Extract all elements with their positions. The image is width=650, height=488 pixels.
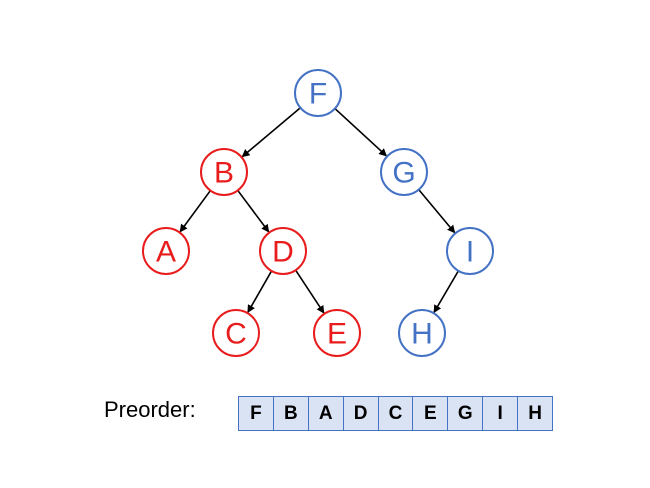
tree-node-i: I bbox=[446, 227, 494, 275]
tree-node-e: E bbox=[313, 309, 361, 357]
node-circle bbox=[380, 148, 428, 196]
preorder-cell: H bbox=[517, 396, 554, 431]
preorder-cell: A bbox=[307, 396, 344, 431]
node-circle bbox=[398, 309, 446, 357]
edge-b-a bbox=[179, 190, 212, 233]
node-label: D bbox=[272, 236, 294, 269]
tree-node-a: A bbox=[142, 227, 190, 275]
edge-i-h bbox=[433, 270, 460, 314]
edge-f-b bbox=[241, 107, 301, 158]
node-circle bbox=[313, 309, 361, 357]
node-circle bbox=[200, 148, 248, 196]
node-label: F bbox=[309, 78, 327, 111]
preorder-label: Preorder: bbox=[104, 397, 196, 422]
preorder-cell: G bbox=[447, 396, 484, 431]
node-label: B bbox=[214, 157, 234, 190]
preorder-cell: B bbox=[272, 396, 309, 431]
edge-f-g bbox=[334, 107, 388, 157]
node-label: G bbox=[392, 157, 415, 190]
tree-node-h: H bbox=[398, 309, 446, 357]
node-circle bbox=[142, 227, 190, 275]
node-label: C bbox=[225, 318, 247, 351]
preorder-cell: E bbox=[412, 396, 449, 431]
tree-node-b: B bbox=[200, 148, 248, 196]
tree-node-g: G bbox=[380, 148, 428, 196]
edge-b-d bbox=[237, 189, 270, 233]
preorder-cell: F bbox=[238, 396, 274, 431]
tree-node-d: D bbox=[259, 227, 307, 275]
edge-d-c bbox=[247, 270, 273, 314]
preorder-cell: I bbox=[482, 396, 519, 431]
node-label: E bbox=[327, 318, 347, 351]
node-circle bbox=[259, 227, 307, 275]
edge-d-e bbox=[294, 269, 325, 314]
node-circle bbox=[212, 309, 260, 357]
node-circle bbox=[294, 69, 342, 117]
edge-g-i bbox=[418, 189, 456, 234]
node-circle bbox=[446, 227, 494, 275]
node-label: H bbox=[411, 318, 433, 351]
tree-node-c: C bbox=[212, 309, 260, 357]
preorder-cell: C bbox=[377, 396, 414, 431]
node-label: A bbox=[156, 236, 176, 269]
tree-node-f: F bbox=[294, 69, 342, 117]
preorder-cell: D bbox=[342, 396, 379, 431]
node-label: I bbox=[466, 236, 474, 269]
